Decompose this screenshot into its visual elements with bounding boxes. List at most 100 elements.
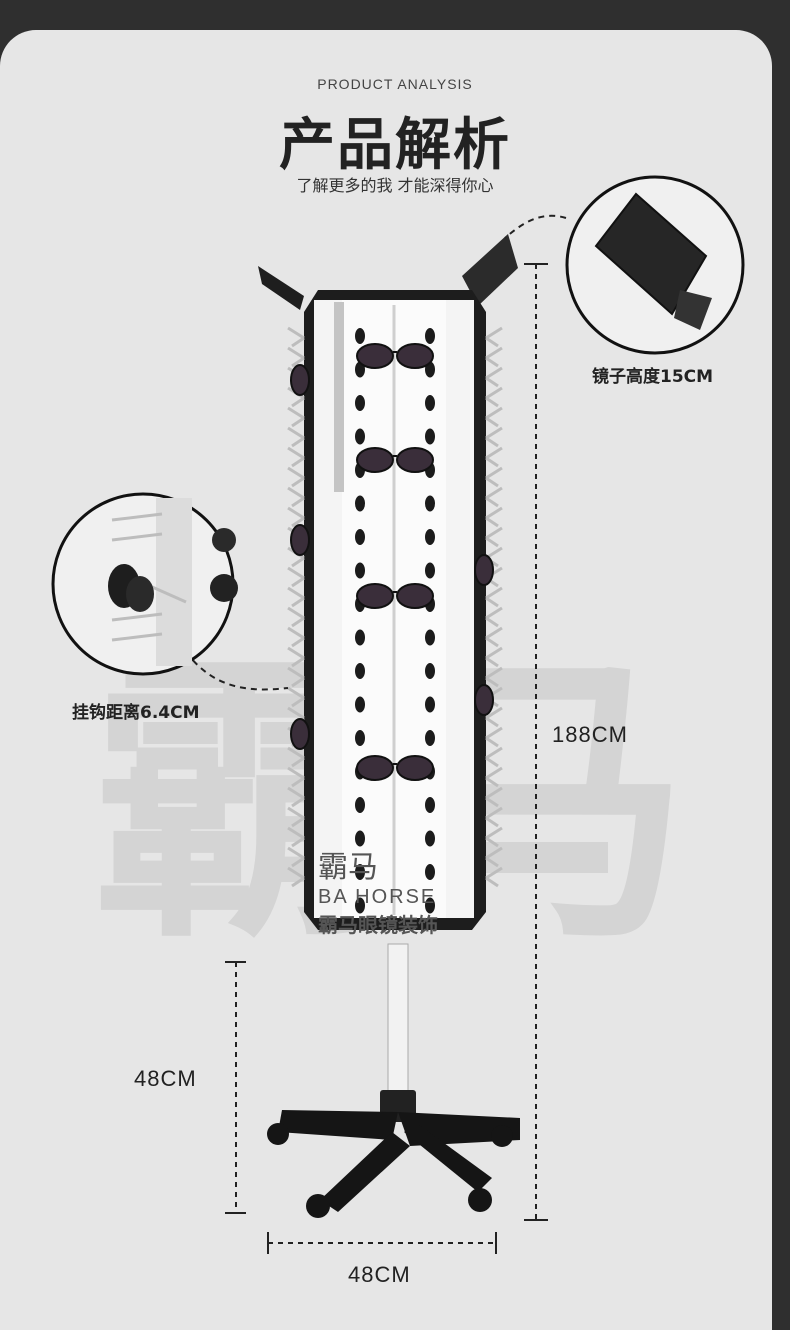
peg-hole (355, 629, 365, 646)
hook (287, 586, 305, 608)
hook (485, 806, 503, 828)
hook (485, 646, 503, 668)
hook (287, 686, 305, 708)
peg-hole (355, 395, 365, 411)
hook-zoom-callout (51, 492, 289, 691)
peg-hole (425, 864, 435, 880)
hook (287, 806, 305, 828)
peg-hole (355, 897, 365, 914)
hook (287, 466, 305, 488)
base-height-label: 48CM (134, 1066, 197, 1091)
peg-hole (425, 629, 435, 646)
hook (485, 526, 503, 548)
sunglasses-lens (396, 755, 434, 781)
peg-hole (425, 663, 435, 679)
sunglasses-lens (356, 755, 394, 781)
hook (485, 846, 503, 868)
peg-hole (355, 562, 365, 579)
peg-hole (355, 495, 365, 512)
hook (485, 426, 503, 448)
peg-hole (355, 696, 365, 713)
peg-hole (425, 797, 435, 813)
top-mirror-right (462, 234, 518, 306)
hook (287, 646, 305, 668)
peg-hole (425, 730, 435, 746)
hook (287, 826, 305, 848)
peg-hole (425, 428, 435, 445)
peg-hole (425, 562, 435, 579)
hook (485, 766, 503, 788)
hook (287, 846, 305, 868)
hook (287, 766, 305, 788)
logo-cn: 霸马 (318, 850, 378, 885)
base-width-dimension-line (267, 1232, 497, 1254)
top-mirror-left (258, 266, 304, 310)
sunglasses-lens (396, 447, 434, 473)
star-base (267, 1110, 520, 1218)
peg-hole (355, 328, 365, 344)
side-sunglasses (474, 684, 494, 716)
hook (287, 346, 305, 368)
peg-hole (425, 897, 435, 914)
hook (287, 866, 305, 888)
sunglasses-lens (396, 583, 434, 609)
peg-hole (425, 696, 435, 713)
hook (485, 626, 503, 648)
height-188-label: 188CM (552, 722, 628, 747)
peg-hole (425, 830, 435, 847)
hook (485, 666, 503, 688)
height-dimension-line (524, 263, 548, 1221)
hook (287, 626, 305, 648)
peg-hole (355, 529, 365, 545)
logo-en: BA HORSE (318, 886, 437, 908)
stand-pole (380, 943, 416, 1122)
peg-hole (355, 830, 365, 847)
side-sunglasses (290, 524, 310, 556)
hook (287, 446, 305, 468)
hook (485, 606, 503, 628)
hook (287, 606, 305, 628)
side-hooks-left (287, 326, 305, 888)
hook (287, 786, 305, 808)
hook (287, 406, 305, 428)
base-height-dimension-line (225, 961, 246, 1214)
brand-logo: 霸马 BA HORSE 霸马眼镜装饰 (318, 842, 488, 938)
hook (287, 486, 305, 508)
peg-hole (355, 663, 365, 679)
peg-hole (355, 797, 365, 813)
hook (485, 446, 503, 468)
hook (485, 826, 503, 848)
sunglasses-lens (356, 583, 394, 609)
hook (485, 586, 503, 608)
sunglasses-lens (356, 343, 394, 369)
hook (287, 566, 305, 588)
hook (485, 486, 503, 508)
hook (287, 746, 305, 768)
peg-hole (425, 328, 435, 344)
sunglasses-lens (356, 447, 394, 473)
mirror-height-label: 镜子高度15CM (592, 367, 714, 387)
side-sunglasses (474, 554, 494, 586)
hook (287, 666, 305, 688)
base-width-label: 48CM (348, 1262, 411, 1287)
hook (485, 386, 503, 408)
hook (485, 706, 503, 728)
logo-tagline: 霸马眼镜装饰 (318, 913, 438, 937)
side-sunglasses (290, 718, 310, 750)
peg-hole (425, 395, 435, 411)
peg-hole (355, 864, 365, 880)
sunglasses-lens (396, 343, 434, 369)
hook (287, 426, 305, 448)
hook (485, 366, 503, 388)
peg-hole (425, 495, 435, 512)
peg-hole (425, 529, 435, 545)
hook (485, 726, 503, 748)
mirror-zoom-callout (504, 175, 745, 355)
page-subtitle: 了解更多的我 才能深得你心 (296, 176, 494, 195)
display-tower (304, 290, 486, 930)
hook (485, 406, 503, 428)
side-hooks-right (485, 326, 503, 888)
hook (287, 506, 305, 528)
hook (485, 346, 503, 368)
